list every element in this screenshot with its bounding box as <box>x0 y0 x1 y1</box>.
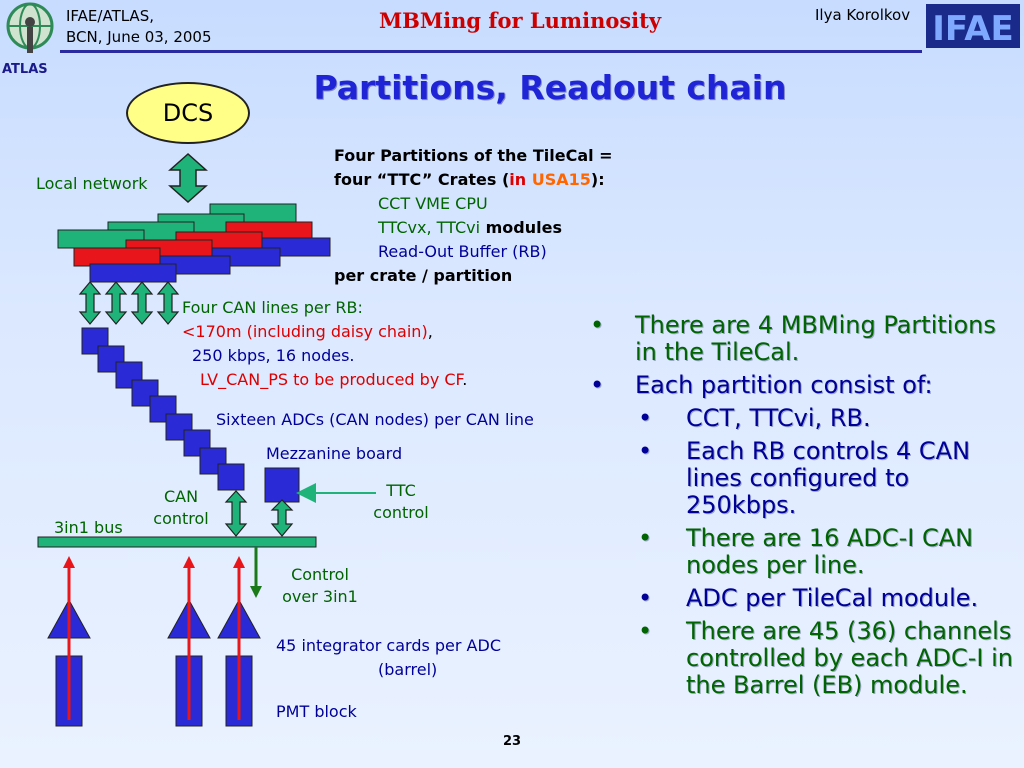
bullet-text: Each partition consist of: <box>635 371 933 399</box>
mezzanine-label: Mezzanine board <box>266 444 403 463</box>
ttc-control-label: TTC control <box>364 480 438 524</box>
lvcan-text: LV_CAN_PS to be produced by CF <box>200 370 463 389</box>
integrator-pmt-blocks <box>47 556 261 727</box>
per-crate-label: per crate / partition <box>334 266 513 285</box>
partitions-line2-b: ): <box>590 170 605 189</box>
header-author: Ilya Korolkov <box>815 6 911 24</box>
bullet-text: There are 16 ADC-I CAN nodes per line. <box>686 524 974 579</box>
header-org: IFAE/ATLAS, BCN, June 03, 2005 <box>66 6 212 48</box>
bullet-dot-icon: • <box>638 437 653 465</box>
integrator-label: 45 integrator cards per ADC (barrel) <box>276 634 501 682</box>
ttc-control-line1: TTC <box>386 481 416 500</box>
partitions-usa15: USA15 <box>531 170 591 189</box>
dcs-network-arrow <box>168 152 208 204</box>
bullet-text: Each RB controls 4 CAN lines configured … <box>686 437 971 519</box>
dcs-ellipse: DCS <box>126 82 250 144</box>
crate-stack <box>57 203 331 283</box>
header-org-line2: BCN, June 03, 2005 <box>66 28 212 46</box>
partitions-text: Four Partitions of the TileCal = four “T… <box>334 144 613 288</box>
three-in-one-bus <box>37 536 317 548</box>
can-line-arrows <box>78 281 180 325</box>
integrator-line2: (barrel) <box>378 660 438 679</box>
partitions-line2: four “TTC” Crates (in USA15): <box>334 168 613 192</box>
bullet-text: ADC per TileCal module. <box>686 584 979 612</box>
bullet-item: • There are 16 ADC-I CAN nodes per line. <box>590 525 1020 579</box>
can-control-line2: control <box>153 509 209 528</box>
can-lines-text: Four CAN lines per RB: <170m (including … <box>182 296 467 392</box>
can-control-line1: CAN <box>163 487 199 506</box>
control-over-line2: over 3in1 <box>282 587 358 606</box>
bullet-dot-icon: • <box>590 311 605 339</box>
cct-label: CCT VME CPU <box>378 194 488 213</box>
bullet-dot-icon: • <box>638 584 653 612</box>
bullet-item: • ADC per TileCal module. <box>590 585 1020 612</box>
bullet-item: • Each RB controls 4 CAN lines configured… <box>590 438 1020 519</box>
lvcan-period: . <box>462 370 468 389</box>
bullet-dot-icon: • <box>638 524 653 552</box>
header-org-line1: IFAE/ATLAS, <box>66 7 154 25</box>
partitions-in: in <box>509 170 527 189</box>
rob-label: Read-Out Buffer (RB) <box>378 242 547 261</box>
length-line: <170m (including daisy chain), <box>182 320 467 344</box>
bullet-item: • There are 45 (36) channels controlled b… <box>590 618 1020 699</box>
bullet-item: • There are 4 MBMing Partitions in the Ti… <box>590 312 1020 366</box>
partitions-line1: Four Partitions of the TileCal = <box>334 146 613 165</box>
control-over-label: Control over 3in1 <box>272 564 368 608</box>
header-divider <box>60 50 922 53</box>
atlas-logo-icon <box>6 2 54 53</box>
length-comma: , <box>427 322 433 341</box>
integrator-line1: 45 integrator cards per ADC <box>276 636 501 655</box>
bullet-text: There are 45 (36) channels controlled by… <box>686 617 1013 699</box>
header-center-title: MBMing for Luminosity <box>378 8 662 33</box>
lvcan-line: LV_CAN_PS to be produced by CF. <box>182 368 467 392</box>
ttc-modules-suffix: modules <box>480 218 562 237</box>
bullet-item: • CCT, TTCvi, RB. <box>590 405 1020 432</box>
bullet-dot-icon: • <box>590 371 605 399</box>
partitions-line2-a: four “TTC” Crates ( <box>334 170 510 189</box>
bullet-list: • There are 4 MBMing Partitions in the Ti… <box>590 312 1020 705</box>
can-lines-label: Four CAN lines per RB: <box>182 298 363 317</box>
bullet-dot-icon: • <box>638 404 653 432</box>
bus-label: 3in1 bus <box>54 518 123 537</box>
adc-daisy-chain <box>81 327 300 503</box>
bullet-item: • Each partition consist of: <box>590 372 1020 399</box>
svg-text:IFAE: IFAE <box>932 9 1014 49</box>
sixteen-adcs-label: Sixteen ADCs (CAN nodes) per CAN line <box>216 410 534 429</box>
control-over-line1: Control <box>291 565 349 584</box>
ttc-control-line2: control <box>373 503 429 522</box>
slide-title: Partitions, Readout chain <box>313 68 787 107</box>
can-control-label: CAN control <box>146 486 216 530</box>
bullet-text: There are 4 MBMing Partitions in the Til… <box>635 311 996 366</box>
kbps-label: 250 kbps, 16 nodes. <box>192 346 355 365</box>
length-value: <170m <box>182 322 242 341</box>
local-network-label: Local network <box>36 174 148 193</box>
page-number: 23 <box>502 734 522 749</box>
length-note: (including daisy chain) <box>241 322 428 341</box>
atlas-logo-text: ATLAS <box>2 62 48 77</box>
bus-link-arrows <box>224 490 294 537</box>
bullet-text: CCT, TTCvi, RB. <box>686 404 871 432</box>
ttc-modules-names: TTCvx, TTCvi <box>378 218 481 237</box>
bullet-dot-icon: • <box>638 617 653 645</box>
ifae-logo-icon: IFAE <box>926 4 1020 49</box>
pmt-block-label: PMT block <box>276 702 357 721</box>
ttc-modules: TTCvx, TTCvi modules <box>334 216 613 240</box>
